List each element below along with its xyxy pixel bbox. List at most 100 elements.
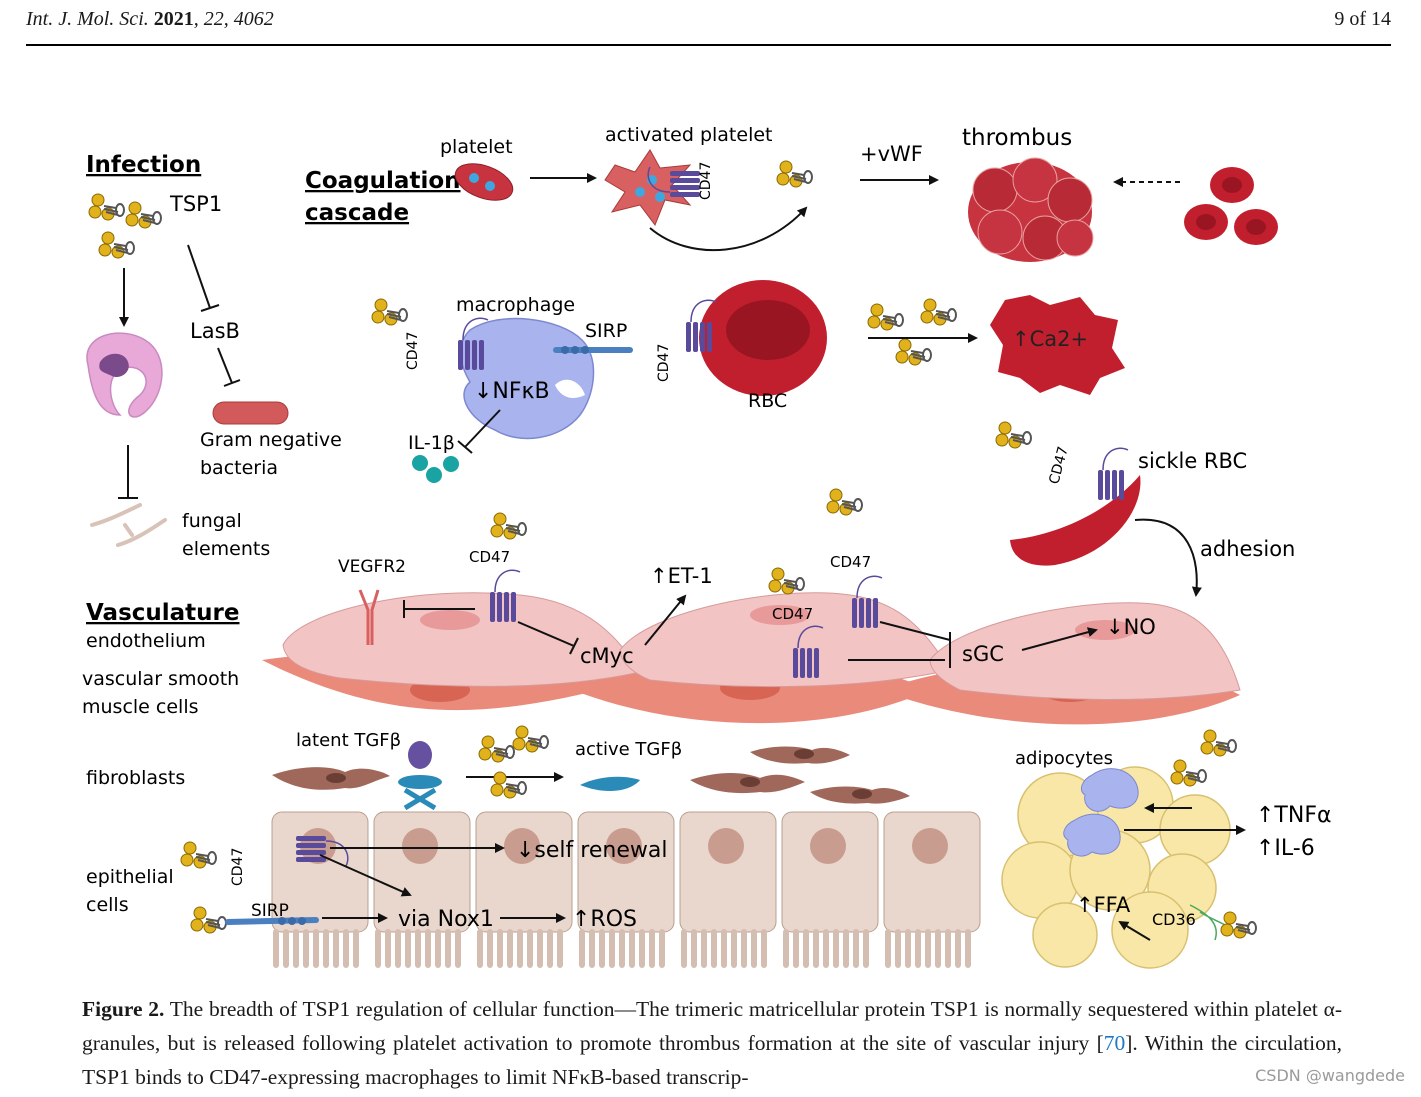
active-tgfb-icon bbox=[580, 776, 640, 792]
figure-number: Figure 2. bbox=[82, 997, 165, 1021]
sirp-receptor-icon bbox=[225, 917, 319, 925]
fibroblast-icon bbox=[272, 746, 910, 804]
inhibition-line bbox=[879, 621, 951, 641]
tsp1-trimer-icon bbox=[190, 906, 227, 934]
arrow-adhesion bbox=[1134, 518, 1202, 597]
panel-title-coagulation: Coagulation bbox=[305, 168, 461, 194]
tsp1-trimer-icon bbox=[826, 488, 863, 516]
inhibition-line bbox=[517, 621, 575, 647]
label-no: ↓NO bbox=[1106, 615, 1156, 639]
caption-text: The breadth of TSP1 regulation of cellul… bbox=[82, 997, 1343, 1055]
epithelial-cells-icon bbox=[271, 811, 981, 968]
journal-citation: Int. J. Mol. Sci. 2021, 22, 4062 bbox=[26, 8, 274, 30]
il1b-molecules-icon bbox=[412, 455, 459, 483]
label-cd47: CD47 bbox=[698, 162, 714, 200]
label-vsmc-2: muscle cells bbox=[82, 696, 199, 718]
label-cd47: CD47 bbox=[772, 605, 813, 623]
tsp1-trimer-icon bbox=[920, 298, 957, 326]
cd47-receptor-icon bbox=[851, 575, 883, 629]
label-fungal: fungal bbox=[182, 510, 242, 532]
label-adhesion: adhesion bbox=[1200, 537, 1295, 561]
caption-text: ]. Within the circulation, TSP1 binds to… bbox=[82, 1031, 1342, 1089]
label-nox1: via Nox1 bbox=[398, 907, 494, 932]
neutrophil-icon bbox=[86, 332, 163, 418]
tsp1-trimer-icon bbox=[867, 303, 904, 331]
echinocyte-icon bbox=[990, 295, 1125, 395]
adipose-macrophage-icon bbox=[1063, 768, 1139, 857]
tsp1-trimer-icon bbox=[1220, 911, 1257, 939]
label-platelet: platelet bbox=[440, 136, 513, 158]
label-il1b: IL-1β bbox=[408, 432, 455, 454]
label-ffa: ↑FFA bbox=[1076, 893, 1131, 917]
label-bacteria: bacteria bbox=[200, 457, 278, 479]
label-vsmc-1: vascular smooth bbox=[82, 668, 239, 690]
activated-platelet-icon bbox=[604, 149, 701, 227]
tsp1-trimer-icon bbox=[371, 298, 408, 326]
label-elements: elements bbox=[182, 538, 270, 560]
label-sickle-rbc: sickle RBC bbox=[1138, 449, 1247, 473]
arrow-activation bbox=[644, 594, 687, 646]
tsp1-trimer-icon bbox=[776, 160, 813, 188]
label-fibroblasts: fibroblasts bbox=[86, 767, 185, 789]
tsp1-trimer-icon bbox=[125, 201, 162, 229]
label-ros: ↑ROS bbox=[572, 907, 637, 932]
tsp1-trimer-icon bbox=[768, 567, 805, 595]
label-cd47: CD47 bbox=[830, 553, 871, 571]
red-blood-cells-icon bbox=[1184, 167, 1278, 245]
cd47-receptor-icon bbox=[489, 569, 521, 623]
tsp1-trimer-icon bbox=[490, 771, 527, 799]
label-cmyc: cMyc bbox=[580, 644, 634, 668]
arrow-tsp1-release bbox=[649, 206, 808, 252]
tsp1-trimer-icon bbox=[895, 338, 932, 366]
platelet-icon bbox=[454, 163, 514, 201]
panel-title-infection: Infection bbox=[86, 152, 201, 178]
inhibition-line bbox=[187, 244, 211, 309]
label-rbc: RBC bbox=[748, 390, 787, 412]
label-latent-tgfb: latent TGFβ bbox=[296, 730, 401, 751]
inhibition-line bbox=[464, 409, 501, 448]
citation-link[interactable]: 70 bbox=[1103, 1031, 1126, 1055]
label-epithelial: epithelial bbox=[86, 866, 174, 888]
inhibition-line bbox=[217, 347, 233, 384]
tsp1-trimer-icon bbox=[512, 725, 549, 753]
latent-tgfb-icon bbox=[398, 741, 442, 811]
cd47-receptor-icon bbox=[1097, 447, 1129, 501]
tsp1-trimer-icon bbox=[180, 841, 217, 869]
bacterium-icon bbox=[212, 401, 289, 425]
label-tsp1: TSP1 bbox=[169, 192, 222, 216]
tsp1-trimer-icon bbox=[478, 735, 515, 763]
label-cells: cells bbox=[86, 894, 129, 916]
sirp-receptor-icon bbox=[553, 346, 633, 354]
panel-title-vasculature: Vasculature bbox=[86, 600, 239, 626]
arrow-activation bbox=[1021, 627, 1098, 651]
label-activated-platelet: activated platelet bbox=[605, 124, 772, 146]
vegfr2-receptor-icon bbox=[358, 589, 380, 645]
page-header: Int. J. Mol. Sci. 2021, 22, 4062 9 of 14 bbox=[26, 6, 1391, 46]
label-cd47: CD47 bbox=[230, 848, 246, 886]
label-thrombus: thrombus bbox=[962, 125, 1072, 151]
label-cd47: CD47 bbox=[469, 548, 510, 566]
label-lasb: LasB bbox=[190, 319, 240, 343]
thrombus-icon bbox=[968, 157, 1094, 262]
label-tnfa: ↑TNFα bbox=[1256, 803, 1332, 828]
label-active-tgfb: active TGFβ bbox=[575, 739, 682, 760]
label-sirp: SIRP bbox=[585, 320, 627, 342]
figure-caption: Figure 2. The breadth of TSP1 regulation… bbox=[82, 992, 1342, 1094]
label-ca2: ↑Ca2+ bbox=[1012, 327, 1088, 351]
tsp1-trimer-icon bbox=[1170, 759, 1207, 787]
label-adipocytes: adipocytes bbox=[1015, 748, 1113, 769]
label-cd36: CD36 bbox=[1152, 910, 1196, 929]
label-gram-negative: Gram negative bbox=[200, 429, 342, 451]
tsp1-trimer-icon bbox=[88, 193, 125, 221]
label-cd47: CD47 bbox=[1046, 445, 1071, 486]
panel-title-cascade: cascade bbox=[305, 200, 409, 226]
label-nfkb: ↓NFκB bbox=[474, 379, 550, 404]
watermark: CSDN @wangdede bbox=[1255, 1066, 1405, 1085]
tsp1-trimer-icon bbox=[995, 421, 1032, 449]
label-self-renewal: ↓self renewal bbox=[516, 838, 667, 863]
label-sirp: SIRP bbox=[251, 901, 289, 921]
label-cd47: CD47 bbox=[405, 332, 421, 370]
label-vegfr2: VEGFR2 bbox=[338, 557, 406, 577]
tsp1-trimer-icon bbox=[98, 231, 135, 259]
label-vwf: +vWF bbox=[860, 142, 923, 166]
